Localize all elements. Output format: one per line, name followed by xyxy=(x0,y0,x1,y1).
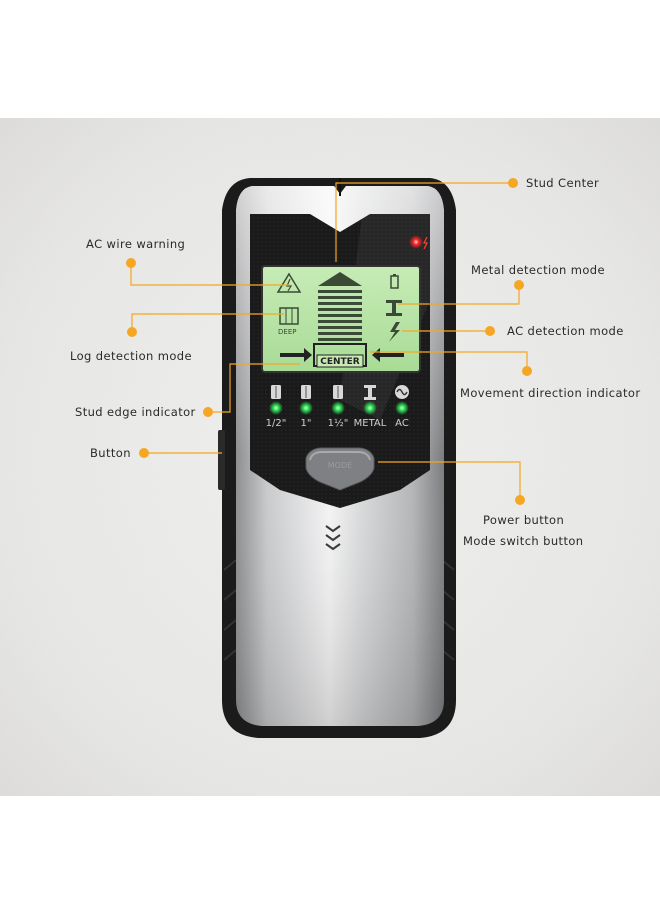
callout-metal-detection-mode: Metal detection mode xyxy=(471,263,605,277)
mode-button-label: MODE xyxy=(328,461,352,470)
indicator-led xyxy=(269,401,283,415)
battery-lcd-icon xyxy=(390,274,399,289)
indicator-led xyxy=(299,401,313,415)
indicator-row: 1/2" 1" 1½" METAL AC xyxy=(266,385,409,429)
ac-wave-icon xyxy=(395,385,409,399)
indicator-label: METAL xyxy=(354,418,387,429)
side-button[interactable] xyxy=(218,430,225,490)
indicator-2: 1½" xyxy=(328,385,349,429)
i-beam-icon xyxy=(364,385,376,400)
stud-icon xyxy=(301,385,311,399)
metal-lcd-icon xyxy=(386,300,402,316)
lcd-screen xyxy=(261,265,421,373)
lcd-left-arrow xyxy=(280,348,312,362)
callout-dots xyxy=(126,178,532,505)
callout-ac-wire-warning: AC wire warning xyxy=(86,237,186,251)
callout-button: Button xyxy=(90,446,131,460)
indicator-label: 1/2" xyxy=(266,418,287,429)
stud-icon xyxy=(333,385,343,399)
ac-lcd-icon xyxy=(389,322,400,342)
indicator-label: AC xyxy=(395,418,409,429)
indicator-label: 1" xyxy=(301,418,312,429)
speaker-grille xyxy=(325,525,341,551)
indicator-1: 1" xyxy=(299,385,313,429)
log-lcd-icon xyxy=(279,307,299,325)
callout-log-detection-mode: Log detection mode xyxy=(70,349,192,363)
indicator-led xyxy=(363,401,377,415)
stud-icon xyxy=(271,385,281,399)
callout-mode-switch-button: Mode switch button xyxy=(463,534,584,548)
lcd-deep-label: DEEP xyxy=(278,328,296,336)
callout-movement-direction-indicator: Movement direction indicator xyxy=(460,386,641,400)
lcd-center-label: CENTER xyxy=(320,357,360,367)
indicator-0: 1/2" xyxy=(266,385,287,429)
ac-warning-lcd-icon xyxy=(276,272,302,293)
indicator-led xyxy=(395,401,409,415)
callout-stud-center: Stud Center xyxy=(526,176,600,190)
power-led xyxy=(409,235,423,249)
callout-ac-detection-mode: AC detection mode xyxy=(507,324,624,338)
callout-stud-edge-indicator: Stud edge indicator xyxy=(75,405,196,419)
indicator-4: AC xyxy=(395,385,409,429)
lcd-signal-bars xyxy=(318,272,362,341)
indicator-led xyxy=(331,401,345,415)
mode-button[interactable] xyxy=(305,447,375,491)
indicator-label: 1½" xyxy=(328,417,349,429)
callout-power-button: Power button xyxy=(483,513,565,527)
indicator-3: METAL xyxy=(354,385,387,429)
